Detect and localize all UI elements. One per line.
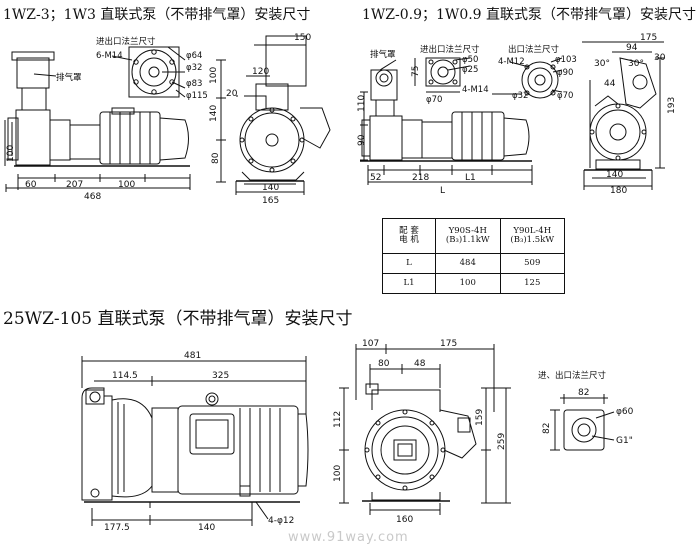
spec-row-l-y90s: 484: [435, 253, 501, 274]
drawing-1wz09-flange-out: [492, 57, 563, 99]
dim-h159: 159: [475, 409, 485, 426]
dim-h100-1: 100: [6, 145, 16, 162]
label-d70: φ70: [426, 95, 442, 105]
dim-w140-2: 140: [606, 170, 623, 180]
labels-1wz3: 进出口法兰尺寸 6-M14 φ64 φ32 φ83 φ115 排气罩 100 6…: [6, 33, 311, 206]
label-4-m12: 4-M12: [498, 57, 525, 67]
dim-w52: 52: [370, 173, 381, 183]
label-d103: φ103: [555, 55, 577, 65]
dim-w100: 100: [118, 180, 135, 190]
dim-w60: 60: [25, 180, 37, 190]
dim-w140-1: 140: [262, 183, 279, 193]
spec-row-l1-y90l: 125: [499, 273, 565, 294]
dim-h140: 140: [209, 105, 219, 122]
dim-w218: 218: [412, 173, 429, 183]
dim-w177-5: 177.5: [104, 523, 130, 533]
dim-angle-30a: 30°: [594, 59, 610, 69]
spec-header-y90l: Y90L-4H (B₃)1.5kW: [499, 218, 565, 254]
dim-w114-5: 114.5: [112, 371, 138, 381]
label-d115: φ115: [186, 91, 208, 101]
dim-h100-r: 100: [209, 67, 219, 84]
label-d25: φ25: [462, 65, 478, 75]
dim-w120: 120: [252, 67, 269, 77]
label-flange-title-3: 出口法兰尺寸: [508, 44, 560, 55]
label-6-m14: 6-M14: [96, 51, 123, 61]
dim-w175-2: 175: [640, 33, 657, 43]
title-1wz3: 1WZ-3；1W3 直联式泵（不带排气罩）安装尺寸: [3, 7, 311, 23]
dim-l: L: [440, 186, 445, 196]
label-d70b: φ70: [557, 91, 573, 101]
label-4-m14: 4-M14: [462, 85, 489, 95]
dim-d20: 20: [226, 89, 238, 99]
drawing-1wz3-end: [216, 35, 331, 195]
dim-w80: 80: [378, 359, 390, 369]
dim-w44: 44: [604, 79, 616, 89]
dim-w30: 30: [654, 53, 666, 63]
dim-w107: 107: [362, 339, 379, 349]
spec-row-l1-y90s: 100: [435, 273, 501, 294]
label-d32: φ32: [186, 63, 202, 73]
dim-w160: 160: [396, 515, 413, 525]
spec-header-y90s: Y90S-4H (B₃)1.1kW: [435, 218, 501, 254]
dim-w180: 180: [610, 186, 627, 196]
dim-h75: 75: [411, 66, 421, 77]
label-flange-title-2: 进出口法兰尺寸: [420, 44, 480, 55]
dim-w140-3: 140: [198, 523, 215, 533]
dim-w325: 325: [212, 371, 229, 381]
dim-w150: 150: [294, 33, 311, 43]
dim-w207: 207: [66, 180, 83, 190]
label-d90: φ90: [557, 68, 573, 78]
title-1wz09: 1WZ-0.9；1W0.9 直联式泵（不带排气罩）安装尺寸: [362, 7, 697, 23]
dim-h100-3: 100: [333, 465, 343, 482]
dim-w175-3: 175: [440, 339, 457, 349]
dim-h112: 112: [333, 411, 343, 428]
motor-spec-table: 配 套 电 机 Y90S-4H (B₃)1.1kW Y90L-4H (B₃)1.…: [382, 218, 565, 294]
drawing-1wz09-side: [360, 59, 533, 185]
spec-row-l-label: L: [382, 253, 436, 274]
dim-w481: 481: [184, 351, 201, 361]
label-d64: φ64: [186, 51, 202, 61]
label-d83: φ83: [186, 79, 202, 89]
dim-w468: 468: [84, 192, 101, 202]
label-hood-1: 排气罩: [56, 72, 82, 83]
drawing-25wz105-side: [339, 344, 511, 515]
drawing-25wz105-front: [81, 356, 309, 526]
dim-l1: L1: [465, 173, 476, 183]
spec-row-l1-label: L1: [382, 273, 436, 294]
title-25wz105: 25WZ-105 直联式泵（不带排气罩）安装尺寸: [3, 309, 353, 329]
dim-h110: 110: [357, 95, 367, 112]
dim-h90: 90: [357, 134, 367, 146]
drawing-1wz09-end: [582, 41, 665, 190]
label-d50: φ50: [462, 55, 478, 65]
dim-angle-30b: 30°: [628, 59, 644, 69]
label-flange-title-1: 进出口法兰尺寸: [96, 36, 156, 47]
label-hood-2: 排气罩: [370, 49, 396, 60]
label-4-d12: 4-φ12: [268, 516, 294, 526]
dim-w48: 48: [414, 359, 426, 369]
labels-1wz09: 排气罩 进出口法兰尺寸 出口法兰尺寸 φ50 φ25 φ70 4-M14 4-M…: [357, 33, 677, 196]
dim-h80: 80: [211, 152, 221, 164]
watermark: www.91way.com: [288, 530, 409, 545]
drawing-1wz3-side: [4, 51, 191, 192]
dim-w82: 82: [578, 388, 589, 398]
dim-d60: φ60: [616, 407, 634, 417]
dim-h193: 193: [667, 97, 677, 114]
spec-row-l-y90l: 509: [499, 253, 565, 274]
dim-w94: 94: [626, 43, 638, 53]
dim-h259: 259: [497, 433, 507, 450]
spec-header-label: 配 套 电 机: [382, 218, 436, 254]
drawing-25wz105-flange: [550, 394, 615, 451]
label-g1: G1": [616, 436, 633, 446]
drawing-1wz3-flange: [111, 46, 186, 98]
labels-25wz105: 481 114.5 325 177.5 140 4-φ12 107 175 80…: [104, 339, 634, 533]
dim-w165: 165: [262, 196, 279, 206]
label-d32-2: φ32: [512, 91, 528, 101]
drawing-1wz09-flange-in: [414, 57, 471, 93]
dim-h82: 82: [542, 423, 552, 434]
label-flange-title-4: 进、出口法兰尺寸: [538, 370, 607, 381]
